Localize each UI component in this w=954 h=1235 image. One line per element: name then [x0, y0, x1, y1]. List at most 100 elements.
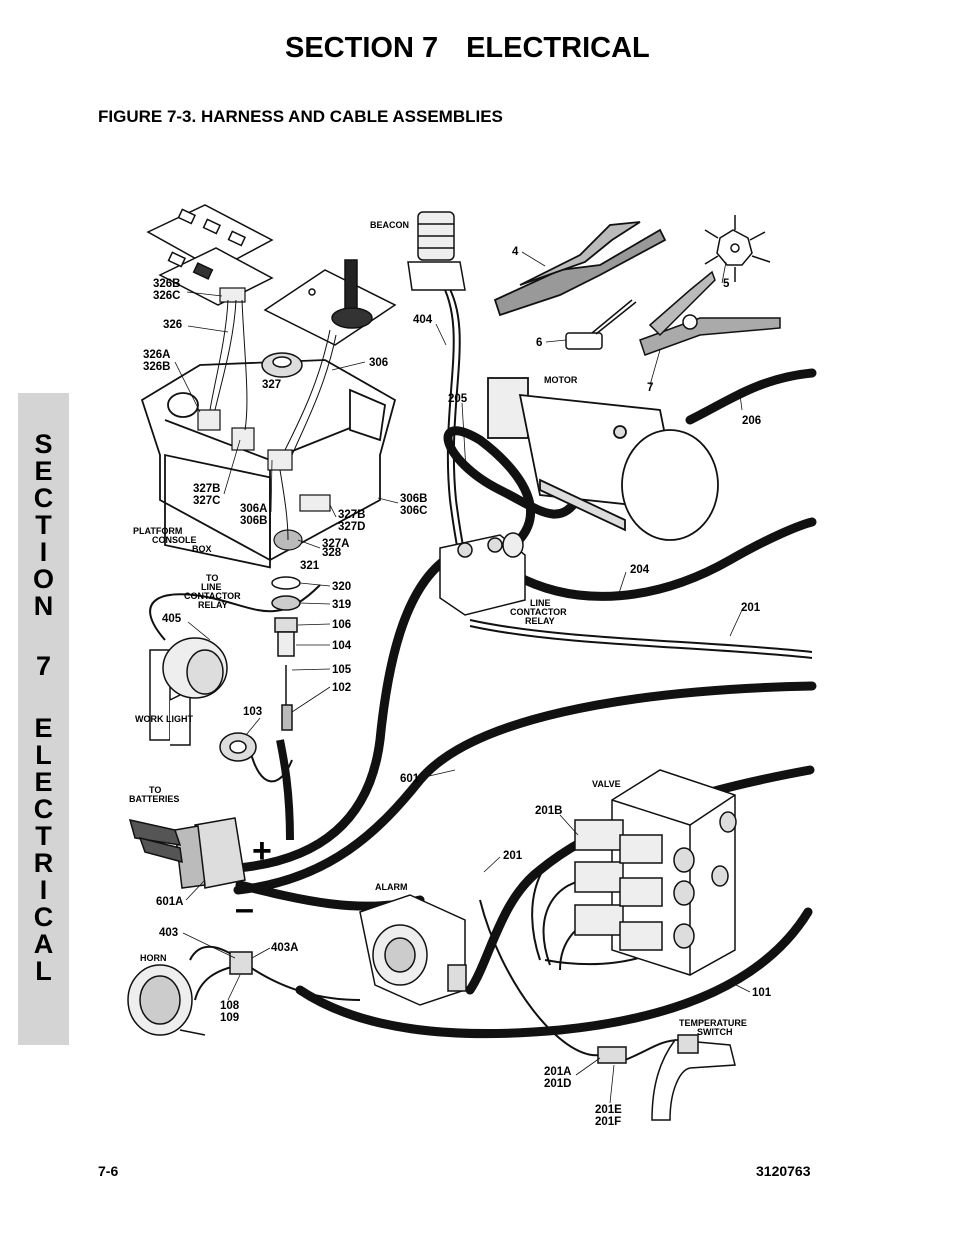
callout: 102	[332, 682, 351, 694]
beacon	[407, 211, 466, 291]
side-tab-letter: L	[35, 740, 52, 770]
label-beacon: BEACON	[370, 220, 409, 230]
callout: 327B	[338, 509, 366, 521]
callout: 326A	[143, 349, 171, 361]
callout: 205	[448, 393, 468, 405]
callout: 403	[159, 927, 178, 939]
cable-601-right	[233, 681, 817, 895]
cable-alarm	[465, 765, 815, 995]
callout: 405	[162, 613, 182, 625]
side-tab-letter: 7	[35, 651, 52, 681]
joystick-panel	[261, 259, 397, 378]
callout: 101	[752, 987, 772, 999]
motor	[487, 377, 719, 541]
wire-valve-a	[531, 844, 581, 961]
label-box: BOX	[192, 544, 212, 554]
callout: 306C	[400, 505, 428, 517]
valve-block	[574, 769, 737, 976]
label-line: LINE	[201, 582, 222, 592]
section-side-tab: S E C T I O N 7 E L E C T R I C A L	[18, 393, 69, 1045]
switch-stack	[219, 576, 301, 841]
side-tab-letter: S	[34, 429, 53, 459]
horn	[127, 951, 253, 1036]
side-tab-letter: I	[39, 875, 48, 905]
callout: 306B	[240, 515, 268, 527]
side-tab-letter: E	[34, 767, 53, 797]
callout: 106	[332, 619, 351, 631]
wire-temp-a	[479, 899, 601, 1057]
side-tab-letter: C	[33, 902, 54, 932]
temperature-switch	[597, 1034, 736, 1121]
leader-lines	[174, 251, 751, 1104]
label-valve: VALVE	[592, 779, 621, 789]
joystick-handle	[344, 259, 358, 311]
label-line-2: LINE	[530, 598, 551, 608]
cable-601-positive	[233, 555, 450, 873]
callout: 403A	[271, 942, 299, 954]
side-tab-letter: E	[34, 456, 53, 486]
battery-connector	[128, 817, 246, 889]
callout: 201E	[595, 1104, 622, 1116]
work-light	[149, 637, 228, 746]
label-switch: SWITCH	[697, 1027, 733, 1037]
callout: 108	[220, 1000, 240, 1012]
figure-title: FIGURE 7-3. HARNESS AND CABLE ASSEMBLIES	[98, 107, 503, 126]
label-console: CONSOLE	[152, 535, 197, 545]
callout: 327C	[193, 495, 221, 507]
callout: 326C	[153, 290, 181, 302]
callout: 4	[512, 246, 519, 258]
callout: 201A	[544, 1066, 572, 1078]
label-work-light: WORK LIGHT	[135, 714, 193, 724]
positive-symbol: +	[252, 832, 272, 870]
tool-crimper	[639, 270, 781, 356]
callout: 319	[332, 599, 351, 611]
label-platform: PLATFORM	[133, 526, 182, 536]
callout: 201B	[535, 805, 563, 817]
side-tab-letter: C	[33, 483, 54, 513]
console-harness-wires	[209, 299, 337, 541]
callout: 201D	[544, 1078, 572, 1090]
section-number: SECTION 7	[285, 32, 439, 64]
callout: 327D	[338, 521, 366, 533]
callout: 601	[400, 773, 420, 785]
label-contactor-2: CONTACTOR	[510, 607, 567, 617]
callout: 103	[243, 706, 262, 718]
callout: 206	[742, 415, 761, 427]
side-tab-letter: R	[33, 848, 54, 878]
side-tab-letter: E	[34, 713, 53, 743]
callout: 320	[332, 581, 351, 593]
callout: 201	[503, 850, 523, 862]
callout: 105	[332, 664, 352, 676]
callout: 5	[723, 278, 730, 290]
document-number: 3120763	[756, 1163, 811, 1179]
label-to: TO	[206, 573, 218, 583]
callouts: 326B 326C 326 326A 326B 327 306 327B 327…	[143, 246, 772, 1128]
side-tab-letter: O	[32, 564, 54, 594]
callout: 306	[369, 357, 388, 369]
callout: 204	[630, 564, 650, 576]
line-contactor-relay	[439, 532, 526, 616]
side-tab-letter: I	[39, 537, 48, 567]
callout: 104	[332, 640, 352, 652]
tool-star	[704, 215, 771, 282]
callout: 328	[322, 547, 342, 559]
tool-pliers	[493, 221, 667, 317]
callout: 601A	[156, 896, 184, 908]
side-tab-letter: T	[35, 821, 52, 851]
callout: 326B	[153, 278, 181, 290]
callout: 326B	[143, 361, 171, 373]
wire-201	[469, 619, 813, 653]
label-relay: RELAY	[198, 600, 228, 610]
cable-204	[510, 517, 817, 601]
label-contactor: CONTACTOR	[184, 591, 241, 601]
callout: 109	[220, 1012, 239, 1024]
side-tab-letter: L	[35, 956, 52, 986]
callout: 321	[300, 560, 320, 572]
callout: 201F	[595, 1116, 621, 1128]
callout: 6	[536, 337, 542, 349]
label-temperature: TEMPERATURE	[679, 1018, 747, 1028]
callout: 326	[163, 319, 182, 331]
label-alarm: ALARM	[375, 882, 408, 892]
